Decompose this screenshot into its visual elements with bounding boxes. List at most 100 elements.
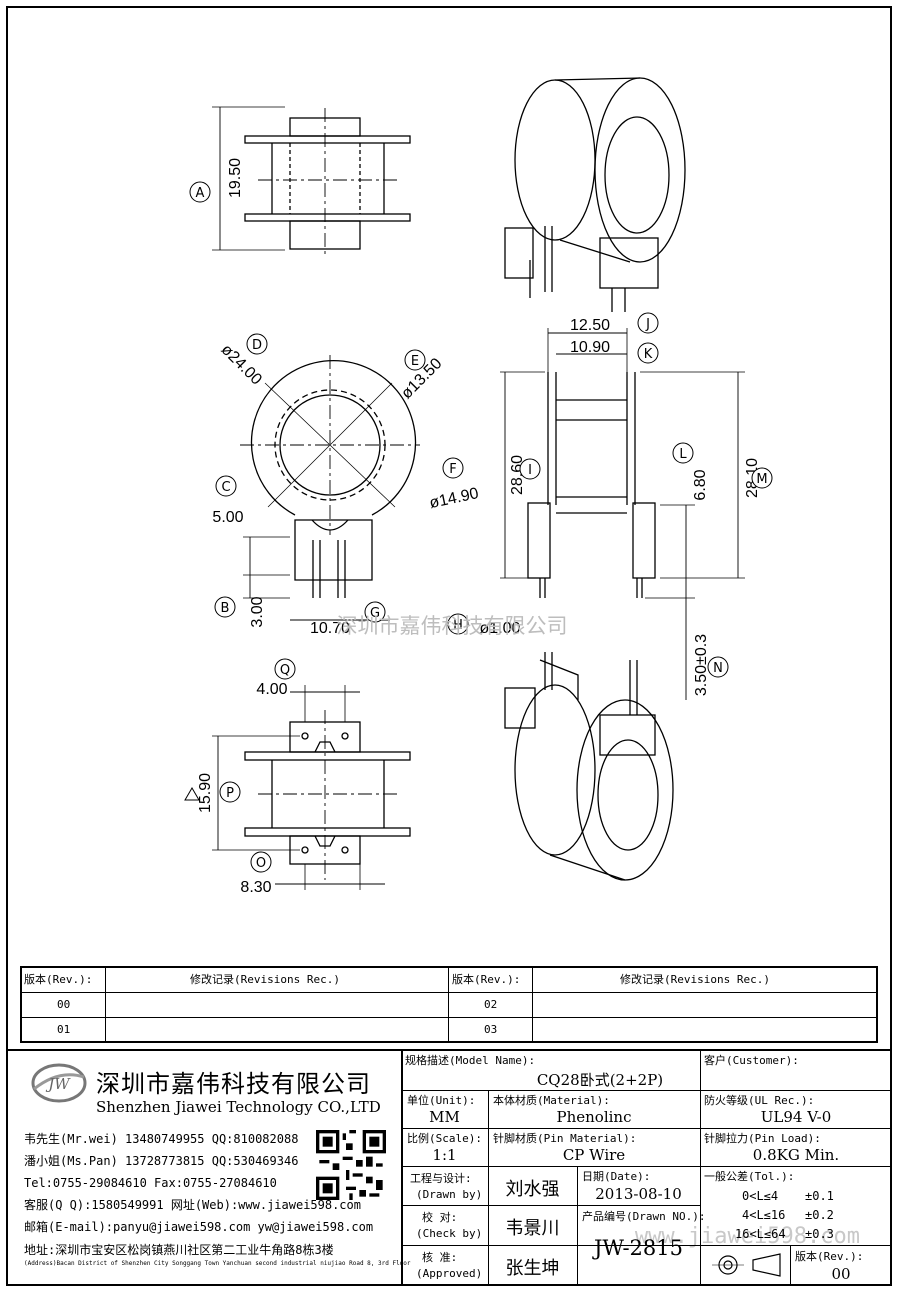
- dim-l-text: 6.80: [692, 469, 709, 500]
- dim-f-text: ø14.90: [428, 485, 480, 512]
- svg-text:J: J: [645, 317, 650, 332]
- check-label: 校 对:: [422, 1211, 458, 1224]
- tolerance-label: 一般公差(Tol.):: [704, 1170, 795, 1183]
- scale-label: 比例(Scale):: [407, 1132, 482, 1145]
- pin-material-value: CP Wire: [562, 1146, 626, 1164]
- svg-text:N: N: [713, 661, 723, 676]
- dim-p-text: 15.90: [197, 773, 214, 813]
- dim-n-text: 3.50±0.3: [693, 634, 710, 696]
- dimension-markers: A B C D E F G H I JK L M N O P Q: [189, 181, 773, 873]
- contact-line-1: 韦先生(Mr.wei) 13480749955 QQ:810082088: [24, 1132, 299, 1146]
- pin-material-label: 针脚材质(Pin Material):: [493, 1132, 637, 1145]
- rec-header-right: 修改记录(Revisions Rec.): [620, 973, 770, 986]
- dim-c-text: 5.00: [212, 509, 243, 526]
- drawno-value: JW-2815: [593, 1236, 683, 1260]
- rev-row-1-right: 03: [484, 1023, 498, 1036]
- approve-value: 张生坤: [505, 1258, 560, 1279]
- rev-header-left: 版本(Rev.):: [24, 973, 93, 986]
- svg-text:F: F: [449, 462, 456, 477]
- design-value: 刘水强: [505, 1179, 560, 1200]
- tol-value-0: ±0.1: [805, 1189, 834, 1203]
- dim-q-text: 4.00: [256, 681, 287, 698]
- marker-o: O: [250, 851, 272, 873]
- svg-text:Q: Q: [280, 663, 290, 678]
- check-value: 韦景川: [505, 1218, 560, 1239]
- marker-i: I: [519, 458, 541, 480]
- rev-row-0-right: 02: [484, 998, 498, 1011]
- qr-code: [316, 1130, 386, 1200]
- rev-value: 00: [831, 1265, 851, 1283]
- svg-text:G: G: [370, 606, 380, 621]
- marker-n: N: [707, 656, 729, 678]
- rev-row-1-left: 01: [57, 1023, 71, 1036]
- dim-h-text: ø1.00: [480, 620, 521, 637]
- drawno-label: 产品编号(Drawn NO.):: [582, 1210, 706, 1223]
- marker-k: K: [637, 342, 659, 364]
- marker-m: M: [751, 467, 773, 489]
- date-value: 2013-08-10: [595, 1185, 682, 1203]
- unit-label: 单位(Unit):: [407, 1094, 476, 1107]
- sheet-border: [6, 6, 892, 1286]
- rev-row-0-left: 00: [57, 998, 71, 1011]
- tol-range-0: 0<L≤4: [742, 1189, 779, 1203]
- svg-text:H: H: [453, 618, 463, 633]
- rec-header-left: 修改记录(Revisions Rec.): [190, 973, 340, 986]
- watermark-corner: www.jiawei598.com: [635, 1224, 860, 1249]
- dim-j-text: 12.50: [570, 317, 610, 334]
- rev-header-right: 版本(Rev.):: [452, 973, 521, 986]
- front-view-circles: [240, 355, 420, 621]
- contact-line-4: 客服(Q Q):1580549991 网址(Web):www.jiawei598…: [24, 1198, 361, 1212]
- top-view-bottom: [212, 685, 411, 890]
- svg-text:I: I: [528, 463, 532, 478]
- watermark-center: 深圳市嘉伟科技有限公司: [337, 614, 568, 638]
- marker-l: L: [672, 442, 694, 464]
- dim-b-text: 3.00: [249, 596, 266, 627]
- svg-text:C: C: [221, 480, 230, 495]
- tol-value-1: ±0.2: [805, 1208, 834, 1222]
- dim-k-text: 10.90: [570, 339, 610, 356]
- svg-text:JW: JW: [45, 1075, 71, 1093]
- approve-label-en: (Approved): [416, 1267, 483, 1280]
- marker-d: D: [246, 333, 268, 355]
- svg-text:B: B: [221, 601, 230, 616]
- company-name-en: Shenzhen Jiawei Technology CO.,LTD: [96, 1098, 381, 1116]
- company-logo: JW: [30, 1061, 88, 1105]
- svg-text:D: D: [252, 338, 262, 353]
- date-label: 日期(Date):: [582, 1170, 651, 1183]
- svg-text:P: P: [226, 786, 234, 801]
- material-label: 本体材质(Material):: [493, 1094, 610, 1107]
- contact-line-2: 潘小姐(Ms.Pan) 13728773815 QQ:530469346: [24, 1154, 299, 1168]
- svg-text:K: K: [644, 347, 653, 362]
- marker-h: H: [447, 613, 469, 635]
- ul-value: UL94 V-0: [760, 1108, 832, 1126]
- customer-label: 客户(Customer):: [704, 1054, 799, 1067]
- marker-e: E: [404, 349, 426, 371]
- ul-label: 防火等级(UL Rec.):: [704, 1094, 815, 1107]
- warning-triangle-icon: [184, 787, 200, 801]
- marker-f: F: [442, 457, 464, 479]
- unit-value: MM: [429, 1108, 460, 1126]
- marker-c: C: [215, 475, 237, 497]
- svg-text:O: O: [256, 856, 266, 871]
- tol-value-2: ±0.3: [805, 1227, 834, 1241]
- contact-line-3: Tel:0755-29084610 Fax:0755-27084610: [24, 1176, 277, 1190]
- check-label-en: (Check by): [416, 1227, 483, 1240]
- marker-g: G: [364, 601, 386, 623]
- svg-text:M: M: [756, 472, 767, 487]
- dim-a-text: 19.50: [227, 158, 244, 198]
- marker-p: P: [219, 781, 241, 803]
- address-en: (Address)Bacan District of Shenzhen City…: [24, 1260, 411, 1267]
- svg-text:A: A: [196, 186, 205, 201]
- dim-o-text: 8.30: [240, 879, 271, 896]
- side-profile-view: [500, 328, 745, 700]
- side-view-top: [212, 106, 411, 256]
- marker-b: B: [214, 596, 236, 618]
- isometric-view-bottom: [504, 652, 674, 881]
- marker-a: A: [189, 181, 211, 203]
- model-value: CQ28卧式(2+2P): [536, 1071, 664, 1089]
- scale-value: 1:1: [432, 1146, 457, 1164]
- tol-range-2: 16<L≤64: [735, 1227, 786, 1241]
- tol-range-1: 4<L≤16: [742, 1208, 786, 1222]
